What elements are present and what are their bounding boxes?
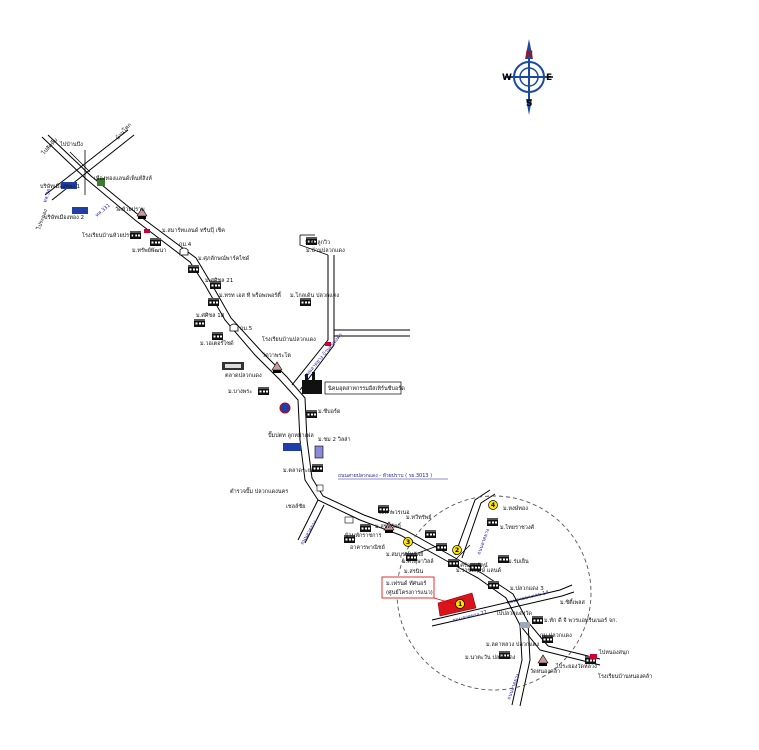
compass-east: E	[546, 73, 552, 83]
map-icons	[61, 178, 597, 667]
place-labels: ไปสัตหีบ ไปบ้านบึง บ้านโคก ไประยอง บริษั…	[35, 121, 652, 680]
label-l15: ม.ทรท เอส ที พร็อพเพอร์ตี้	[219, 291, 282, 299]
label-l41: ม.ไทยราชวงศ์	[500, 524, 535, 531]
label-l55: ม.โกลเด้น ปลวกแดง	[290, 291, 339, 299]
label-l6: บริษัทเมืองทอง 2	[44, 214, 84, 221]
label-l46: ม.ปลวกแดง 3	[510, 585, 544, 592]
road-label-36: ทล.36	[42, 188, 53, 204]
label-l45: ม.ร่มเย็น	[508, 557, 529, 565]
label-l1: ไปสัตหีบ	[40, 136, 60, 157]
label-l50: ม.ทัก ดี จี พวรแอทรีนเนอร์ จก.	[544, 617, 617, 624]
label-l44: ม.นาตะวัน ปลวกแดง	[465, 654, 516, 661]
label-l34: ม.สมบูรณ์ทรัพย์	[386, 551, 423, 558]
label-l54: ม.ชาลูกวิว	[305, 239, 330, 246]
label-l43: วัดหนองคล้า	[530, 668, 560, 675]
label-l32: บ้านพักราชการ	[345, 532, 381, 539]
label-l48: ม.สุขสวัสดิ์	[375, 522, 402, 530]
label-l51: กม.ปลวกแดง	[540, 632, 572, 639]
marker-4: 4	[491, 502, 495, 509]
label-l35: ม.ศิริอุษาวิลล์	[402, 558, 434, 565]
label-l25: ปั๊มปตท ลูกหม่าเฟล	[268, 431, 314, 439]
label-l33: อาคารพาณิชย์	[350, 544, 385, 551]
label-l8: วัดห้วยปราบ	[115, 206, 145, 213]
label-l20: วัดวาพระโต	[262, 351, 291, 359]
label-l28: ม.ตลาดระยอง	[283, 468, 317, 474]
label-l30: เชลล์ชัย	[286, 503, 305, 510]
label-l37: ม.ทวีทรัพย์	[406, 514, 432, 521]
label-l21: ตลาดปลวกแดง	[225, 372, 262, 379]
marker-3: 3	[406, 539, 410, 546]
label-l18: ม.วอเตอร์ไซด์	[200, 340, 234, 347]
label-l29: ตำรวจปั๊ม ปลวกแดงนคร	[230, 487, 288, 495]
numbered-markers	[403, 500, 498, 609]
road-label-right-vertical: ถนนลาดยาง	[476, 528, 491, 556]
label-l9: โรงเรียนบ้านห้วยปราบ	[82, 231, 136, 239]
label-l14: ม.ศศิชล 21	[205, 277, 233, 284]
label-l17: กม.5	[240, 326, 253, 332]
compass-north: N	[526, 50, 534, 60]
project-callout-line2: (ศูนย์โครงการแนว)	[386, 588, 433, 596]
label-l52: ม.ลดาหลวง ปลวกแดง	[486, 641, 539, 648]
label-l16: ม.ศศิชล 18	[196, 312, 225, 319]
label-l27: ม.ซีบอร์ด	[318, 408, 341, 415]
label-l10: ม.สมาร์ทแลนด์ ทรีนปุ๊ เช็ค	[162, 226, 225, 234]
road-network	[41, 129, 601, 707]
label-l24: ม.บ้านปลวกแดง	[306, 247, 345, 254]
road-label-331: ทล.331	[94, 203, 111, 219]
label-l56: ไปปลวกแดงวัด	[495, 610, 532, 617]
label-l49: ม.ซิตี้เพลส	[560, 598, 586, 606]
label-l38: ม.ศรีอุดมรัตน์	[455, 562, 488, 569]
label-l7: เมืองทองแลนด์เพ็นท์สิงห์	[94, 174, 152, 182]
marker-1: 1	[458, 601, 462, 608]
road-label-lower-left: ถนนลาดยาง	[300, 519, 319, 546]
road-label-main: ถนนสายปลวกแดง - หัวยปราบ ( รย.3013 )	[338, 473, 432, 479]
label-l13: ม.ศุภลักษณ์พาร์คไซด์	[198, 255, 250, 262]
compass-south: S	[526, 99, 532, 109]
label-l23: ม.บางพระ	[228, 389, 252, 395]
label-l36: ม.สรนิน	[404, 568, 423, 575]
label-l53: ไประยองวัดหลวง	[555, 663, 597, 670]
compass-rose: N S E W	[502, 39, 553, 115]
label-l47: ม.ราชพฤกษ์ แลนด์	[456, 567, 501, 574]
label-l11: ม.ทรัพย์พัฒนา	[132, 247, 166, 254]
project-callout: ม.เฟรนด์ ทัศนอร์ (ศูนย์โครงการแนว)	[381, 576, 435, 599]
label-l40: ไปหนองสนุก	[598, 649, 629, 656]
label-l2: ไปบ้านบึง	[59, 141, 83, 148]
label-l39: ม.หงษ์ทอง	[503, 505, 528, 512]
project-callout-line1: ม.เฟรนด์ ทัศนอร์	[386, 580, 426, 587]
marker-2: 2	[455, 547, 459, 554]
label-l19: โรงเรียนบ้านปลวกแดง	[262, 335, 316, 343]
compass-west: W	[502, 73, 512, 83]
label-l31: วิลล่าพวรเนอ	[377, 509, 409, 516]
label-l26: ม.ชม 2 วิลล่า	[318, 436, 351, 443]
label-l42: โรงเรียนบ้านหนองคล้า	[598, 672, 652, 680]
label-l12: กม.4	[179, 242, 192, 248]
label-l22: นิคมอุตสาหกรรมอีสเทิร์นซีบอร์ด	[327, 385, 405, 392]
label-l5: บริษัทเมืองทอง 1	[40, 183, 80, 190]
